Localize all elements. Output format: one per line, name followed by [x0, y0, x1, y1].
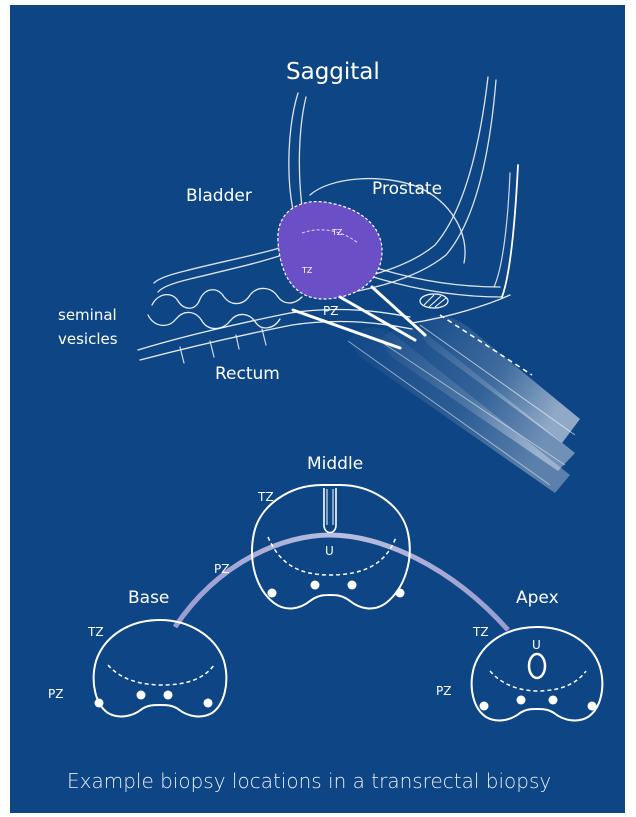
hatched-marker [420, 294, 448, 308]
base-pz-label: PZ [48, 688, 63, 700]
rectum-label: Rectum [215, 366, 280, 383]
sagittal-tz-label-1: TZ [332, 229, 342, 237]
sagittal-tz-label-2: TZ [302, 267, 312, 275]
base-tz-label: TZ [88, 626, 104, 638]
middle-pz-label: PZ [214, 563, 229, 575]
middle-u-label: U [325, 545, 334, 557]
diagram-drawing [10, 5, 625, 813]
seminal-label-line2: vesicles [58, 332, 118, 347]
bladder-label: Bladder [186, 188, 252, 205]
base-title: Base [128, 590, 169, 607]
apex-title: Apex [516, 590, 559, 607]
apex-tz-label: TZ [473, 626, 489, 638]
middle-tz-label: TZ [258, 491, 274, 503]
caption: Example biopsy locations in a transrecta… [67, 771, 551, 791]
sagittal-pz-label: PZ [323, 305, 338, 317]
diagram-panel: Saggital Bladder Prostate seminal vesicl… [10, 5, 625, 813]
prostate-label: Prostate [372, 181, 442, 198]
apex-u-label: U [532, 639, 541, 651]
apex-pz-label: PZ [436, 685, 451, 697]
middle-title: Middle [307, 456, 363, 473]
seminal-label-line1: seminal [58, 308, 117, 323]
sagittal-title: Saggital [286, 61, 380, 84]
prostate-body [278, 202, 382, 299]
seminal-vesicles-2 [148, 312, 280, 328]
section-arc [175, 535, 508, 630]
seminal-vesicles [152, 288, 302, 308]
